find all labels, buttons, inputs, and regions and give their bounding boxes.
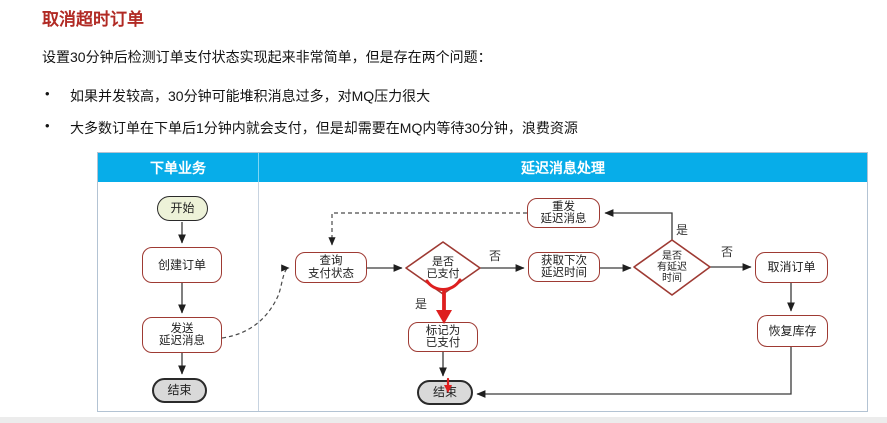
node-resend-line1: 重发	[552, 200, 575, 213]
bullet-text: 如果并发较高，30分钟可能堆积消息过多，对MQ压力很大	[70, 88, 431, 104]
node-send-delay-message: 发送 延迟消息	[142, 317, 222, 353]
bullet-item: • 大多数订单在下单后1分钟内就会支付，但是却需要在MQ内等待30分钟，浪费资源	[45, 118, 578, 138]
edge-label-has-delay-yes: 是	[676, 223, 689, 237]
edge-label-has-delay-no: 否	[721, 245, 734, 259]
node-restore-label: 恢复库存	[768, 323, 817, 338]
node-restore-stock: 恢复库存	[757, 315, 828, 347]
has-delay-line1: 是否	[662, 251, 682, 262]
node-start-label: 开始	[170, 201, 195, 216]
node-getnext-line1: 获取下次	[541, 254, 587, 267]
node-getnext-line2: 延迟时间	[541, 267, 587, 279]
is-paid-line1: 是否	[432, 256, 454, 268]
node-query-pay-status: 查询 支付状态	[295, 252, 367, 283]
bullet-item: • 如果并发较高，30分钟可能堆积消息过多，对MQ压力很大	[45, 86, 430, 106]
edge-label-is-paid-yes: 是	[415, 297, 428, 311]
node-end-right-label: 结束	[432, 385, 457, 400]
node-send-line1: 发送	[170, 322, 194, 335]
node-end-left: 结束	[152, 378, 207, 403]
bullet-dot: •	[45, 118, 50, 133]
node-query-line2: 支付状态	[308, 267, 354, 280]
has-delay-line2: 有延迟	[657, 262, 687, 273]
intro-text: 设置30分钟后检测订单支付状态实现起来非常简单，但是存在两个问题：	[42, 49, 492, 65]
node-create-order: 创建订单	[142, 247, 222, 283]
node-cancel-order: 取消订单	[755, 252, 828, 283]
node-start: 开始	[157, 196, 208, 221]
node-create-order-label: 创建订单	[157, 257, 206, 272]
node-mark-line2: 已支付	[425, 337, 461, 349]
diamond-has-delay-label: 是否 有延迟 时间	[637, 241, 707, 294]
node-mark-paid: 标记为 已支付	[408, 322, 478, 352]
node-end-left-label: 结束	[167, 383, 192, 398]
node-mark-line1: 标记为	[425, 324, 461, 337]
lane-header-order-business: 下单业务	[98, 153, 259, 182]
bullet-text: 大多数订单在下单后1分钟内就会支付，但是却需要在MQ内等待30分钟，浪费资源	[70, 120, 578, 136]
lane-header-delay-processing: 延迟消息处理	[259, 153, 867, 182]
edge-label-is-paid-no: 否	[489, 249, 502, 263]
page-title: 取消超时订单	[42, 10, 144, 29]
node-get-next-delay: 获取下次 延迟时间	[528, 252, 600, 282]
lane-divider	[258, 182, 259, 411]
node-resend-line2: 延迟消息	[540, 213, 587, 225]
node-query-line1: 查询	[319, 255, 343, 267]
node-send-line2: 延迟消息	[159, 335, 205, 347]
bullet-dot: •	[45, 86, 50, 101]
bottom-edge-strip	[0, 417, 887, 423]
lane-header-band: 下单业务 延迟消息处理	[98, 153, 867, 182]
node-end-right: 结束	[417, 380, 473, 405]
diamond-is-paid-label: 是否 已支付	[406, 243, 480, 293]
node-resend-delay-message: 重发 延迟消息	[527, 198, 600, 228]
node-cancel-label: 取消订单	[767, 260, 816, 275]
is-paid-line2: 已支付	[426, 268, 460, 280]
has-delay-line3: 时间	[662, 273, 682, 284]
